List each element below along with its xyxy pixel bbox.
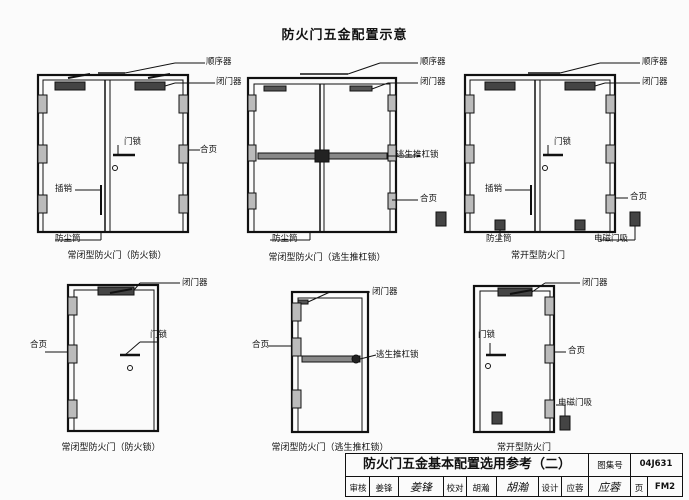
hinge-icon [178, 144, 189, 164]
door-1-drawing [36, 62, 215, 241]
label-closer: 闭门器 [420, 77, 446, 87]
title-block: 防火门五金基本配置选用参考（二） 图集号 04J631 审核 姜锋 姜锋 校对 … [345, 453, 683, 497]
caption-door-4: 常闭型防火门（防火锁） [61, 443, 161, 453]
design-name: 应蓉 [566, 484, 584, 494]
label-hinge: 合页 [568, 346, 586, 356]
label-dust-socket: 防尘筒 [55, 234, 81, 244]
label-magnet: 电磁门吸 [558, 398, 593, 408]
label-closer: 闭门器 [582, 278, 608, 288]
door-5-drawing [268, 290, 377, 434]
label-flush-bolt: 插销 [55, 184, 73, 194]
label-flush-bolt: 插销 [485, 184, 503, 194]
label-closer: 闭门器 [216, 77, 242, 87]
label-closer: 闭门器 [642, 77, 668, 87]
check-name: 胡瀚 [472, 484, 490, 494]
caption-door-5: 常闭型防火门（逃生推杠锁） [271, 443, 389, 453]
panic-bar-icon [257, 152, 319, 160]
label-sequencer: 顺序器 [420, 57, 446, 67]
hinge-icon [178, 194, 189, 214]
label-panic-bar: 逃生推杠锁 [376, 350, 419, 360]
design-signature: 应蓉 [598, 481, 620, 494]
label-dust-socket: 防尘筒 [486, 234, 512, 244]
hinge-icon [37, 94, 48, 114]
hinge-icon [178, 94, 189, 114]
design-label: 设计 [541, 484, 559, 494]
hinge-icon [37, 144, 48, 164]
atlas-label: 图集号 [597, 461, 623, 471]
hinge-icon [37, 194, 48, 214]
label-sequencer: 顺序器 [642, 57, 668, 67]
label-panic-bar: 逃生推杠锁 [396, 150, 439, 160]
door-2-drawing [246, 62, 447, 241]
caption-door-1: 常闭型防火门（防火锁） [67, 251, 167, 261]
page-title: 防火门五金配置示意 [281, 28, 408, 43]
label-sequencer: 顺序器 [206, 57, 232, 67]
check-signature: 胡瀚 [506, 481, 528, 494]
label-hinge: 合页 [630, 192, 648, 202]
label-lock: 门锁 [478, 330, 496, 340]
closer-icon [54, 81, 86, 91]
door-6-drawing [472, 282, 580, 434]
label-hinge: 合页 [200, 145, 218, 155]
atlas-number: 04J631 [639, 459, 673, 469]
label-closer: 闭门器 [372, 287, 398, 297]
review-signature: 姜锋 [410, 481, 432, 494]
label-lock: 门锁 [150, 330, 168, 340]
label-hinge: 合页 [252, 340, 270, 350]
panic-bar-icon [326, 152, 388, 160]
door-4-drawing [45, 282, 180, 433]
caption-door-6: 常开型防火门 [496, 443, 551, 453]
closer-icon [134, 81, 166, 91]
label-hinge: 合页 [420, 194, 438, 204]
caption-door-2: 常闭型防火门（逃生推杠锁） [268, 253, 386, 263]
caption-door-3: 常开型防火门 [510, 251, 565, 261]
magnet-icon [629, 211, 641, 227]
door-3-drawing [463, 62, 641, 241]
review-name: 姜锋 [375, 484, 393, 494]
title-block-main-title: 防火门五金基本配置选用参考（二） [346, 454, 589, 477]
label-dust-socket: 防尘筒 [272, 234, 298, 244]
page-number: FM2 [654, 482, 676, 492]
check-label: 校对 [446, 484, 464, 494]
label-lock: 门锁 [124, 137, 142, 147]
review-label: 审核 [349, 484, 367, 494]
label-magnet: 电磁门吸 [594, 234, 629, 244]
label-closer: 闭门器 [182, 278, 208, 288]
label-lock: 门锁 [554, 137, 572, 147]
label-hinge: 合页 [30, 340, 48, 350]
page-label: 页 [634, 484, 644, 494]
